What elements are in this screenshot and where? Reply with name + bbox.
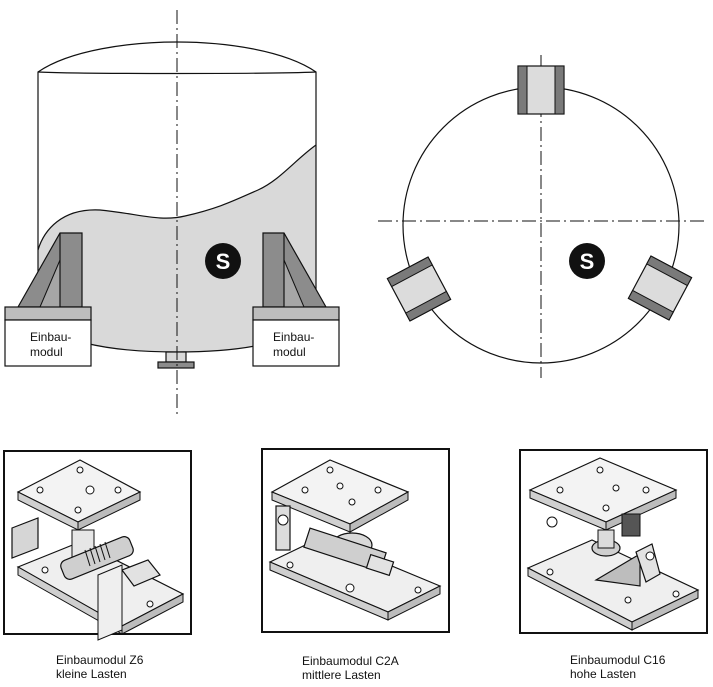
tank-top-view: S <box>378 55 705 378</box>
tank-liquid-fill <box>38 145 316 352</box>
module-z6-load: kleine Lasten <box>56 667 127 681</box>
svg-text:S: S <box>216 249 231 274</box>
module-c16-illustration <box>519 449 708 634</box>
right-bracket <box>252 232 340 321</box>
left-bracket <box>4 232 92 321</box>
module-c2a-illustration <box>261 448 450 633</box>
module-z6-illustration <box>3 450 192 641</box>
left-module-label-line1: Einbau- <box>30 330 71 344</box>
right-module-label-line2: modul <box>273 345 306 359</box>
tank-s-badge: S <box>205 243 241 279</box>
tank-outlet <box>165 351 187 363</box>
lower-left-module <box>386 256 452 322</box>
module-z6-name: Einbaumodul Z6 <box>56 653 144 667</box>
module-c2a-load: mittlere Lasten <box>302 668 381 682</box>
module-c2a-name: Einbaumodul C2A <box>302 654 399 668</box>
right-module-box <box>252 319 340 367</box>
tank-side-view: Einbau- modul Einbau- modul S <box>4 10 340 418</box>
right-module-label-line1: Einbau- <box>273 330 314 344</box>
module-z6-caption: Einbaumodul Z6 kleine Lasten <box>56 653 143 681</box>
left-module-label-line2: modul <box>30 345 63 359</box>
lower-right-module <box>627 255 693 321</box>
left-module-box <box>4 319 92 367</box>
module-c2a-caption: Einbaumodul C2A mittlere Lasten <box>302 654 399 682</box>
top-view-s-badge: S <box>569 243 605 279</box>
module-c16-load: hohe Lasten <box>570 667 637 681</box>
module-c16-caption: Einbaumodul C16 hohe Lasten <box>570 653 665 681</box>
module-c16-name: Einbaumodul C16 <box>570 653 666 667</box>
svg-text:S: S <box>580 249 595 274</box>
top-module <box>517 65 565 115</box>
